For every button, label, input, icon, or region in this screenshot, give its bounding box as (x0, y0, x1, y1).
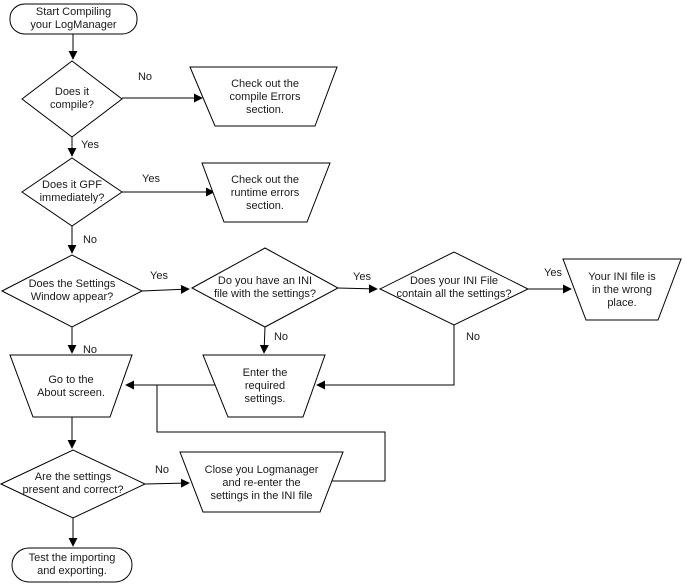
node-runtime-errors-shape (201, 162, 331, 223)
node-close-logmanager-shape (179, 451, 344, 513)
node-ini-contains-decision-label: Does your INI File contain all the setti… (396, 275, 512, 300)
node-settings-window-decision-label: Does the Settings Window appear? (28, 278, 116, 303)
edge-settings-correct-no (144, 478, 190, 488)
node-ini-wrong-place-label: Your INI file is in the wrong place. (588, 270, 656, 309)
node-compile-decision-label: Does it compile? (49, 86, 95, 111)
edge-ini-contains-no (316, 325, 455, 390)
node-enter-settings-label: Enter the required settings. (242, 366, 288, 405)
edge-label-settings-window-yes: Yes (150, 269, 168, 282)
edge-label-ini-contains-no: No (465, 330, 481, 343)
edge-label-ini-contains-yes: Yes (544, 266, 562, 279)
node-ini-contains-decision-shape (378, 251, 530, 326)
node-close-logmanager-label: Close you Logmanager and re-enter the se… (204, 463, 319, 502)
node-about-screen-label: Go to the About screen. (37, 374, 105, 399)
node-compile-errors-shape (189, 66, 338, 127)
node-gpf-decision-shape (21, 157, 123, 227)
node-compile-decision-shape (21, 60, 123, 138)
node-gpf-decision-label: Does it GPF immediately? (39, 179, 105, 204)
node-end-label: Test the importing and exporting. (28, 552, 116, 577)
node-enter-settings-shape (202, 354, 326, 418)
edge-label-ini-file-no: No (273, 330, 289, 343)
edge-label-ini-file-yes: Yes (353, 270, 371, 283)
edge-label-settings-window-no: No (82, 343, 98, 356)
edge-label-gpf-no: No (82, 233, 98, 246)
edge-ini-file-no (259, 326, 269, 354)
edge-settings-window-yes (141, 284, 190, 294)
edge-ini-file-yes (337, 284, 378, 294)
edge-close-logmanager-feedback (156, 385, 386, 482)
node-runtime-errors-label: Check out the runtime errors section. (230, 173, 300, 212)
node-settings-window-decision-shape (0, 254, 144, 328)
node-start-shape (9, 3, 138, 35)
node-about-screen-shape (9, 354, 133, 418)
node-ini-file-decision-label: Do you have an INI file with the setting… (213, 275, 317, 300)
node-settings-correct-decision-label: Are the settings present and correct? (22, 471, 124, 496)
edge-label-compile-yes: Yes (81, 138, 99, 151)
node-ini-wrong-place-shape (562, 258, 682, 321)
node-settings-correct-decision-shape (0, 449, 147, 519)
edge-label-settings-correct-no: No (154, 463, 170, 476)
edge-label-compile-no: No (137, 70, 153, 83)
node-ini-file-decision-shape (190, 247, 340, 328)
node-start-label: Start Compiling your LogManager (30, 6, 117, 31)
edge-label-gpf-yes: Yes (142, 172, 160, 185)
node-compile-errors-label: Check out the compile Errors section. (229, 77, 301, 116)
node-end-shape (11, 547, 133, 583)
